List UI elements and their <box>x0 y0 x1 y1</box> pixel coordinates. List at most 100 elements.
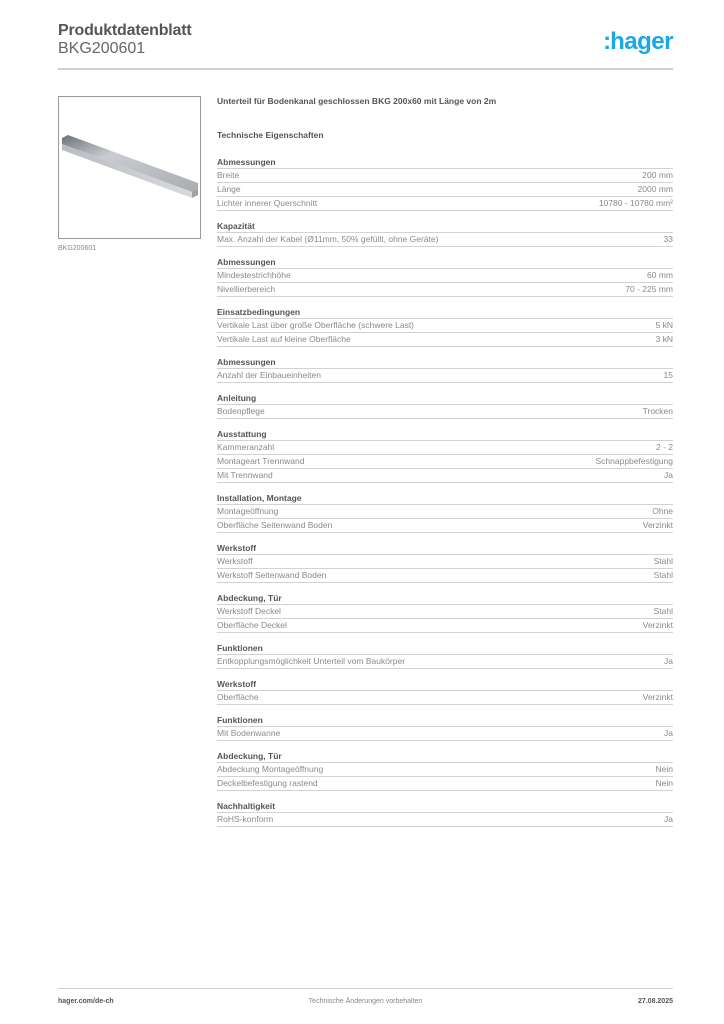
property-row: Kammeranzahl 2 - 2 <box>217 441 673 455</box>
cable-duct-icon <box>62 135 198 198</box>
property-value: 200 mm <box>642 170 673 180</box>
section-title: Funktionen <box>217 643 673 655</box>
property-row: Länge 2000 mm <box>217 183 673 197</box>
property-label: Breite <box>217 170 240 180</box>
property-label: Oberfläche <box>217 692 259 702</box>
property-row: Entkopplungsmöglichkeit Unterteil vom Ba… <box>217 655 673 669</box>
property-row: Montageöffnung Ohne <box>217 505 673 519</box>
technical-properties-heading: Technische Eigenschaften <box>217 130 324 140</box>
property-value: 60 mm <box>647 270 673 280</box>
section-title: Abmessungen <box>217 157 673 169</box>
hager-logo: :hager <box>603 28 673 56</box>
section-title: Funktionen <box>217 715 673 727</box>
property-value: Stahl <box>653 556 673 566</box>
property-label: Länge <box>217 184 241 194</box>
property-value: Stahl <box>653 570 673 580</box>
header-divider <box>58 68 673 70</box>
property-label: Bodenpflege <box>217 406 265 416</box>
property-label: Entkopplungsmöglichkeit Unterteil vom Ba… <box>217 656 406 666</box>
section-title: Einsatzbedingungen <box>217 307 673 319</box>
section-title: Ausstattung <box>217 429 673 441</box>
footer-date: 27.08.2025 <box>637 998 673 1005</box>
property-label: Oberfläche Seitenwand Boden <box>217 520 333 530</box>
property-value: Trocken <box>642 406 673 416</box>
property-row: Werkstoff Stahl <box>217 555 673 569</box>
property-label: Vertikale Last über große Oberfläche (sc… <box>217 320 415 330</box>
property-row: RoHS-konform Ja <box>217 813 673 827</box>
footer-disclaimer: Technische Änderungen vorbehalten <box>308 998 423 1005</box>
property-row: Abdeckung Montageöffnung Nein <box>217 763 673 777</box>
property-value: Nein <box>655 764 673 774</box>
property-label: Nivellierbereich <box>217 284 276 294</box>
property-label: Anzahl der Einbaueinheiten <box>217 370 321 380</box>
section-title: Werkstoff <box>217 679 673 691</box>
property-label: Werkstoff <box>217 556 253 566</box>
property-label: Montageart Trennwand <box>217 456 305 466</box>
property-row: Vertikale Last über große Oberfläche (sc… <box>217 319 673 333</box>
section-title: Abdeckung, Tür <box>217 593 673 605</box>
page-header: Produktdatenblatt BKG200601 :hager <box>58 22 673 58</box>
footer-divider <box>58 988 673 989</box>
property-label: Mit Bodenwanne <box>217 728 281 738</box>
property-value: 5 kN <box>655 320 673 330</box>
property-value: 2000 mm <box>637 184 673 194</box>
property-label: Mindestestrichhöhe <box>217 270 291 280</box>
property-value: Verzinkt <box>642 620 673 630</box>
property-value: Stahl <box>653 606 673 616</box>
property-label: Max. Anzahl der Kabel (Ø11mm, 50% gefüll… <box>217 234 439 244</box>
property-value: 2 - 2 <box>655 442 673 452</box>
section-title: Abdeckung, Tür <box>217 751 673 763</box>
property-label: Oberfläche Deckel <box>217 620 287 630</box>
section-title: Abmessungen <box>217 357 673 369</box>
logo-colon-icon: : <box>603 28 611 55</box>
section-title: Abmessungen <box>217 257 673 269</box>
property-row: Breite 200 mm <box>217 169 673 183</box>
footer-website-link[interactable]: hager.com/de-ch <box>58 998 114 1005</box>
section-title: Werkstoff <box>217 543 673 555</box>
property-value: 3 kN <box>655 334 673 344</box>
property-row: Werkstoff Seitenwand Boden Stahl <box>217 569 673 583</box>
property-row: Max. Anzahl der Kabel (Ø11mm, 50% gefüll… <box>217 233 673 247</box>
property-label: Werkstoff Seitenwand Boden <box>217 570 327 580</box>
property-row: Anzahl der Einbaueinheiten 15 <box>217 369 673 383</box>
property-value: Ohne <box>652 506 673 516</box>
property-value: 10780 - 10780 mm² <box>598 198 673 208</box>
property-value: 15 <box>663 370 673 380</box>
property-label: Abdeckung Montageöffnung <box>217 764 324 774</box>
property-label: Mit Trennwand <box>217 470 273 480</box>
property-label: Montageöffnung <box>217 506 279 516</box>
property-value: Ja <box>664 814 673 824</box>
property-label: Werkstoff Deckel <box>217 606 281 616</box>
property-label: Kammeranzahl <box>217 442 275 452</box>
property-value: 33 <box>663 234 673 244</box>
property-row: Oberfläche Deckel Verzinkt <box>217 619 673 633</box>
product-description: Unterteil für Bodenkanal geschlossen BKG… <box>217 96 497 106</box>
property-row: Werkstoff Deckel Stahl <box>217 605 673 619</box>
product-code: BKG200601 <box>58 40 146 57</box>
property-value: Nein <box>655 778 673 788</box>
property-label: RoHS-konform <box>217 814 274 824</box>
property-row: Mit Trennwand Ja <box>217 469 673 483</box>
property-value: Ja <box>664 470 673 480</box>
section-title: Kapazität <box>217 221 673 233</box>
